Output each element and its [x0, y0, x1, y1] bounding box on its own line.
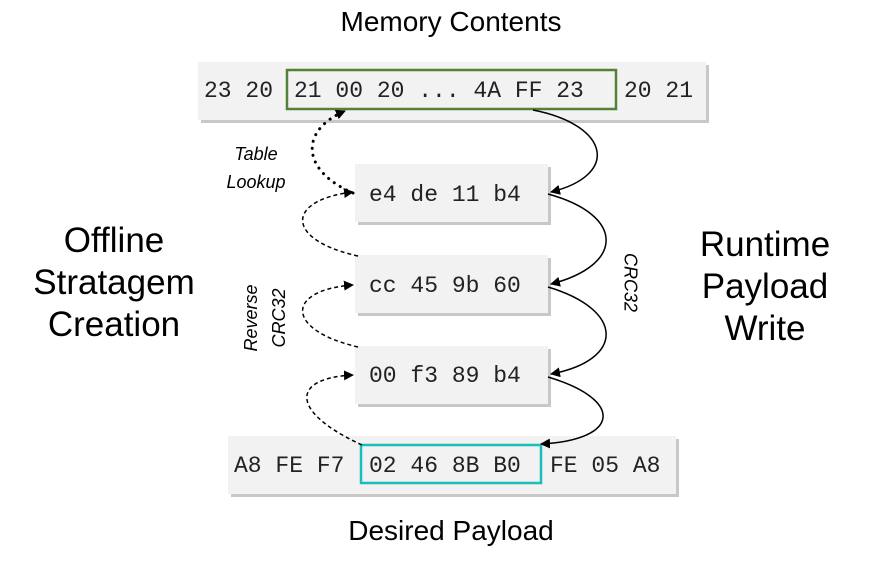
- reverse-crc32-arrow-1: [306, 370, 363, 446]
- crc32-arrow-1: [532, 109, 598, 195]
- payload-suffix-bytes: FE 05 A8: [550, 453, 661, 479]
- crc-block-3: [355, 346, 548, 404]
- reverse-crc32-arrow-2: [301, 280, 359, 348]
- right-label-line-2: Payload: [701, 267, 829, 306]
- payload-prefix-bytes: A8 FE F7: [234, 453, 345, 479]
- memory-prefix-bytes: 23 20: [204, 78, 274, 104]
- reverse-crc32-arrow-3: [301, 188, 359, 257]
- table-lookup-arrow: [310, 109, 355, 195]
- right-label-line-3: Write: [724, 309, 806, 348]
- right-label-line-1: Runtime: [699, 225, 831, 264]
- memory-contents-box: [198, 62, 706, 120]
- memory-suffix-bytes: 20 21: [624, 78, 694, 104]
- crc32-arrow-4: [540, 376, 604, 449]
- crc-block-1: [355, 164, 548, 222]
- crc-block-3-bytes: 00 f3 89 b4: [369, 363, 521, 389]
- table-lookup-line-1: Table: [234, 144, 278, 164]
- left-label-line-1: Offline: [63, 221, 165, 260]
- desired-payload-title: Desired Payload: [348, 515, 554, 546]
- memory-highlighted-bytes: 21 00 20 ... 4A FF 23: [294, 78, 584, 104]
- crc-block-1-bytes: e4 de 11 b4: [369, 182, 521, 208]
- offline-stratagem-creation-label: Offline Stratagem Creation: [14, 220, 214, 346]
- payload-highlighted-bytes: 02 46 8B B0: [369, 453, 521, 479]
- table-lookup-line-2: Lookup: [226, 172, 286, 192]
- left-label-line-3: Creation: [47, 305, 181, 344]
- payload-highlight-outline: [359, 443, 543, 485]
- table-lookup-label: Table Lookup: [212, 140, 300, 196]
- runtime-payload-write-label: Runtime Payload Write: [665, 224, 865, 350]
- memory-highlight-outline: [285, 68, 618, 111]
- crc32-arrow-3: [547, 286, 607, 378]
- crc-block-2: [355, 255, 548, 313]
- crc-block-2-bytes: cc 45 9b 60: [369, 273, 521, 299]
- memory-contents-title: Memory Contents: [340, 6, 562, 37]
- left-label-line-2: Stratagem: [33, 263, 195, 302]
- crc32-arrow-2: [547, 193, 607, 287]
